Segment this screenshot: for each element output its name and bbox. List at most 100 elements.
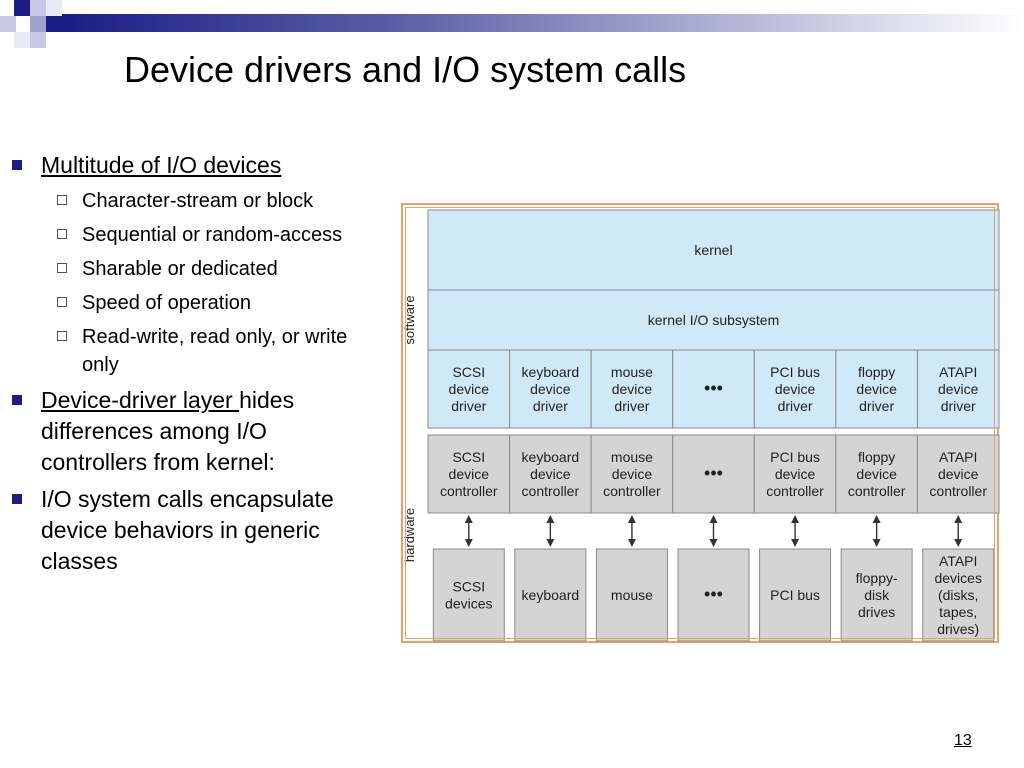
device-label: SCSI bbox=[452, 578, 485, 594]
controller-box bbox=[753, 434, 837, 514]
bullet-text: controllers from kernel: bbox=[41, 449, 275, 475]
bullet-text: Speed of operation bbox=[82, 292, 252, 314]
arrow-head-up-icon bbox=[709, 515, 718, 523]
device-label: PCI bus bbox=[770, 587, 820, 603]
arrow-head-down-icon bbox=[709, 539, 718, 547]
bullet-item: Multitude of I/O devices bbox=[12, 150, 281, 181]
ellipsis-icon: ••• bbox=[704, 463, 723, 483]
square-bullet-icon bbox=[12, 494, 22, 504]
device-label: tapes, bbox=[939, 604, 977, 620]
device-box bbox=[595, 548, 668, 642]
sub-bullet-item: Character-stream or block bbox=[57, 187, 313, 215]
arrow-head-up-icon bbox=[627, 515, 636, 523]
controller-label: device bbox=[856, 466, 897, 482]
driver-label: device bbox=[938, 381, 979, 397]
controller-label: controller bbox=[929, 483, 987, 499]
controller-label: controller bbox=[603, 483, 661, 499]
driver-box bbox=[835, 349, 918, 429]
controller-box bbox=[916, 434, 1000, 514]
square-bullet-icon bbox=[12, 160, 22, 170]
controller-label: controller bbox=[766, 483, 824, 499]
bullet-text: device behaviors in generic bbox=[41, 517, 320, 543]
controller-box bbox=[509, 434, 592, 514]
device-box bbox=[432, 548, 505, 642]
driver-box bbox=[753, 349, 837, 429]
header-decoration bbox=[0, 0, 1024, 48]
device-label: drives) bbox=[937, 621, 979, 637]
bullet-text: classes bbox=[41, 548, 118, 574]
device-label: disk bbox=[864, 587, 890, 603]
bullet-text: Sharable or dedicated bbox=[82, 258, 278, 280]
bullet-line: only bbox=[82, 351, 347, 379]
arrow-head-down-icon bbox=[791, 539, 800, 547]
controller-label: device bbox=[449, 466, 490, 482]
driver-box bbox=[590, 349, 674, 429]
bullet-line: device behaviors in generic bbox=[41, 515, 334, 546]
driver-label: ATAPI bbox=[939, 364, 977, 380]
driver-label: keyboard bbox=[522, 364, 580, 380]
kernel-box bbox=[427, 209, 1000, 291]
bullet-text: Device-driver layer bbox=[41, 387, 240, 413]
device-label: ATAPI bbox=[939, 553, 977, 569]
controller-label: floppy bbox=[858, 449, 895, 465]
arrow-head-up-icon bbox=[791, 515, 800, 523]
device-label: keyboard bbox=[522, 587, 580, 603]
device-box bbox=[922, 548, 995, 642]
device-label: floppy- bbox=[856, 570, 898, 586]
bullet-line: I/O system calls encapsulate bbox=[41, 484, 334, 515]
arrow-head-down-icon bbox=[954, 539, 963, 547]
arrow-head-down-icon bbox=[464, 539, 473, 547]
driver-label: device bbox=[449, 381, 490, 397]
arrow-head-up-icon bbox=[872, 515, 881, 523]
square-bullet-icon bbox=[12, 395, 22, 405]
sub-bullet-item: Sequential or random-access bbox=[57, 221, 343, 249]
driver-label: PCI bus bbox=[770, 364, 820, 380]
bullet-line: differences among I/O bbox=[41, 416, 294, 447]
io-subsystem-box bbox=[427, 289, 1000, 351]
bullet-line: Speed of operation bbox=[82, 289, 251, 317]
ellipsis-icon: ••• bbox=[704, 378, 723, 398]
controller-label: ATAPI bbox=[939, 449, 977, 465]
driver-label: driver bbox=[614, 398, 649, 414]
page-number[interactable]: 13 bbox=[954, 732, 972, 749]
software-side-label: software bbox=[403, 295, 417, 344]
arrow-head-up-icon bbox=[546, 515, 555, 523]
arrow-head-up-icon bbox=[464, 515, 473, 523]
driver-box bbox=[672, 349, 755, 429]
driver-label: mouse bbox=[611, 364, 653, 380]
controller-label: device bbox=[530, 466, 571, 482]
device-label: devices bbox=[934, 570, 981, 586]
bullet-text: Read-write, read only, or write bbox=[82, 326, 348, 348]
hollow-square-bullet-icon bbox=[57, 195, 67, 205]
driver-label: device bbox=[612, 381, 653, 397]
bullet-text: I/O system calls encapsulate bbox=[41, 486, 334, 512]
bullet-line: Sharable or dedicated bbox=[82, 255, 278, 283]
bullet-text: Sequential or random-access bbox=[82, 224, 343, 246]
bullet-text: only bbox=[82, 354, 119, 376]
slide-title: Device drivers and I/O system calls bbox=[124, 49, 687, 90]
bullet-text: differences among I/O bbox=[41, 418, 267, 444]
driver-label: device bbox=[856, 381, 897, 397]
controller-box bbox=[590, 434, 674, 514]
controller-box bbox=[835, 434, 918, 514]
bullet-line: Device-driver layer hides bbox=[41, 385, 294, 416]
device-box bbox=[759, 548, 832, 642]
hollow-square-bullet-icon bbox=[57, 229, 67, 239]
hollow-square-bullet-icon bbox=[57, 297, 67, 307]
bullet-line: Character-stream or block bbox=[82, 187, 313, 215]
driver-label: driver bbox=[941, 398, 976, 414]
driver-label: driver bbox=[533, 398, 568, 414]
controller-label: controller bbox=[522, 483, 580, 499]
device-box bbox=[514, 548, 587, 642]
arrow-head-down-icon bbox=[872, 539, 881, 547]
driver-box bbox=[916, 349, 1000, 429]
driver-label: driver bbox=[451, 398, 486, 414]
bullet-text: Character-stream or block bbox=[82, 190, 314, 212]
bullet-line: Read-write, read only, or write bbox=[82, 323, 347, 351]
hardware-side-label: hardware bbox=[403, 508, 417, 562]
driver-label: driver bbox=[859, 398, 894, 414]
controller-label: controller bbox=[848, 483, 906, 499]
driver-box bbox=[427, 349, 511, 429]
